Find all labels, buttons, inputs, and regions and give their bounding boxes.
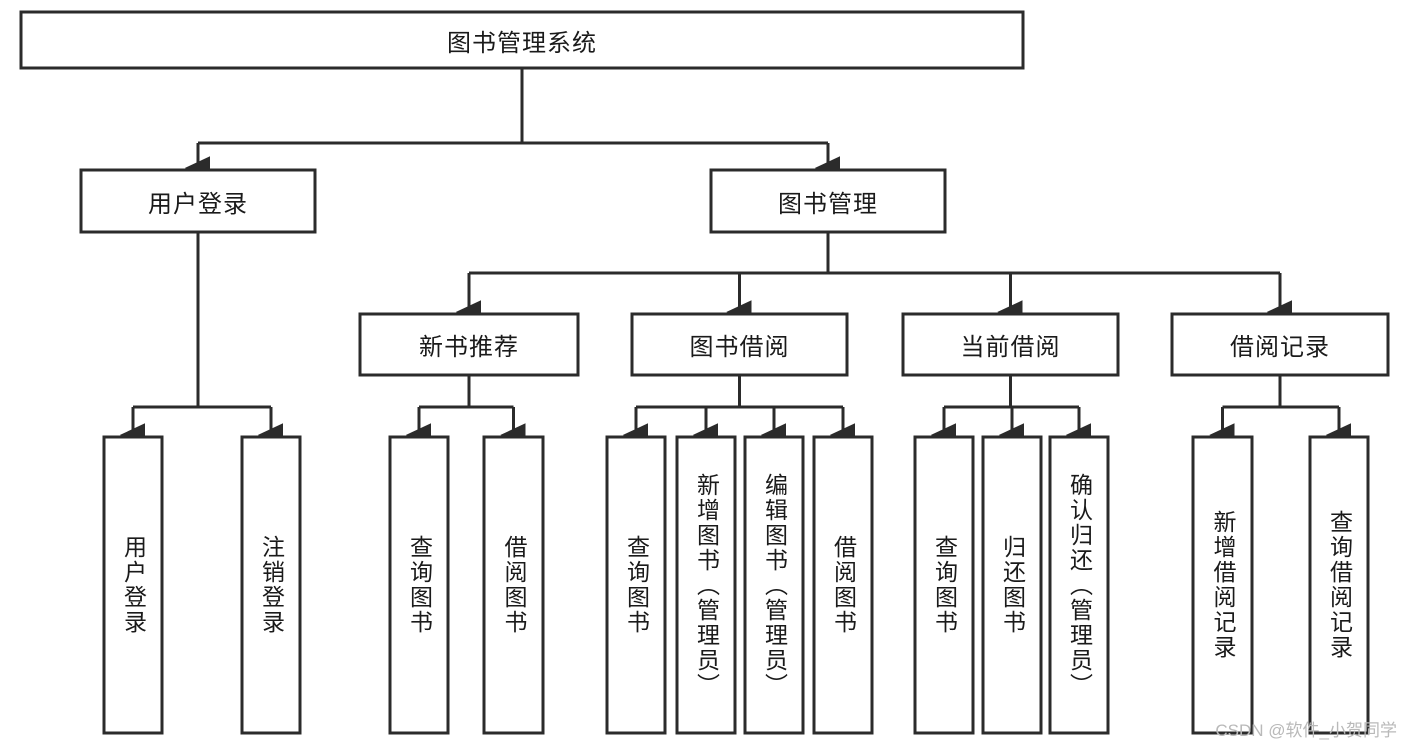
node-box-leaf-query-book-1[interactable] — [388, 435, 450, 735]
node-box-leaf-query-record[interactable] — [1308, 435, 1370, 735]
node-box-current-borrow[interactable] — [901, 312, 1120, 377]
node-box-leaf-query-book-3[interactable] — [913, 435, 975, 735]
node-box-leaf-add-record[interactable] — [1191, 435, 1254, 735]
node-boxes — [19, 10, 1390, 735]
node-box-leaf-return-book[interactable] — [981, 435, 1043, 735]
node-box-leaf-confirm-return[interactable] — [1048, 435, 1110, 735]
node-box-leaf-add-book[interactable] — [675, 435, 737, 735]
watermark-text: CSDN @软件_小贺同学 — [1215, 721, 1397, 740]
node-box-root[interactable] — [19, 10, 1025, 70]
node-box-leaf-query-book-2[interactable] — [605, 435, 667, 735]
node-box-leaf-user-login[interactable] — [102, 435, 164, 735]
node-box-leaf-borrow-book-2[interactable] — [812, 435, 874, 735]
node-box-book-borrow[interactable] — [630, 312, 849, 377]
node-box-new-book-rec[interactable] — [358, 312, 580, 377]
node-box-borrow-record[interactable] — [1170, 312, 1390, 377]
node-box-book-manage[interactable] — [709, 168, 947, 234]
node-box-leaf-user-logout[interactable] — [240, 435, 302, 735]
connector-links — [119, 68, 1352, 447]
node-box-leaf-borrow-book-1[interactable] — [482, 435, 545, 735]
node-box-leaf-edit-book[interactable] — [743, 435, 805, 735]
node-box-user-login[interactable] — [79, 168, 317, 234]
